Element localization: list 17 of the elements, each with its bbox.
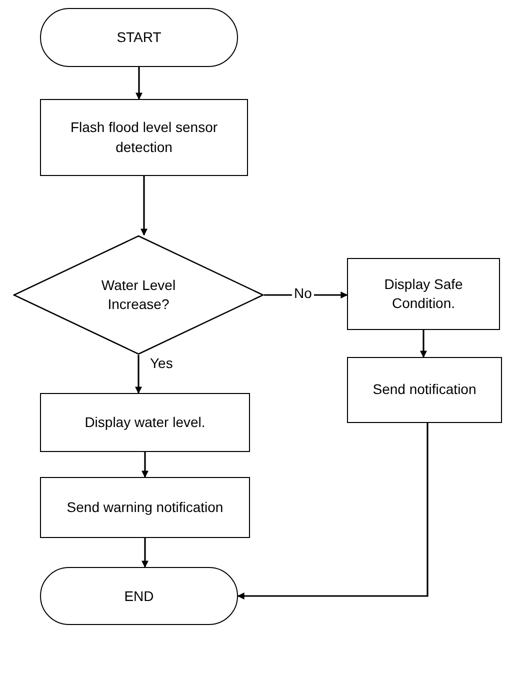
process-box: Display water level. (40, 393, 250, 452)
process-box: Send notification (347, 357, 502, 423)
process-box: Display Safe Condition. (347, 258, 500, 330)
arrow (135, 355, 142, 394)
arrow (140, 176, 148, 236)
decision-text: Water Level Increase? (100, 276, 177, 314)
arrow (142, 538, 148, 568)
edge-label: No (292, 286, 314, 300)
edge-label: Yes (148, 356, 175, 370)
process-box: Send warning notification (40, 477, 250, 538)
arrow (136, 67, 142, 100)
terminal-shape: START (40, 8, 238, 67)
arrow (142, 452, 148, 478)
process-box: Flash flood level sensor detection (40, 99, 248, 176)
arrow (237, 423, 428, 600)
terminal-shape: END (40, 567, 238, 625)
arrow (420, 330, 427, 358)
